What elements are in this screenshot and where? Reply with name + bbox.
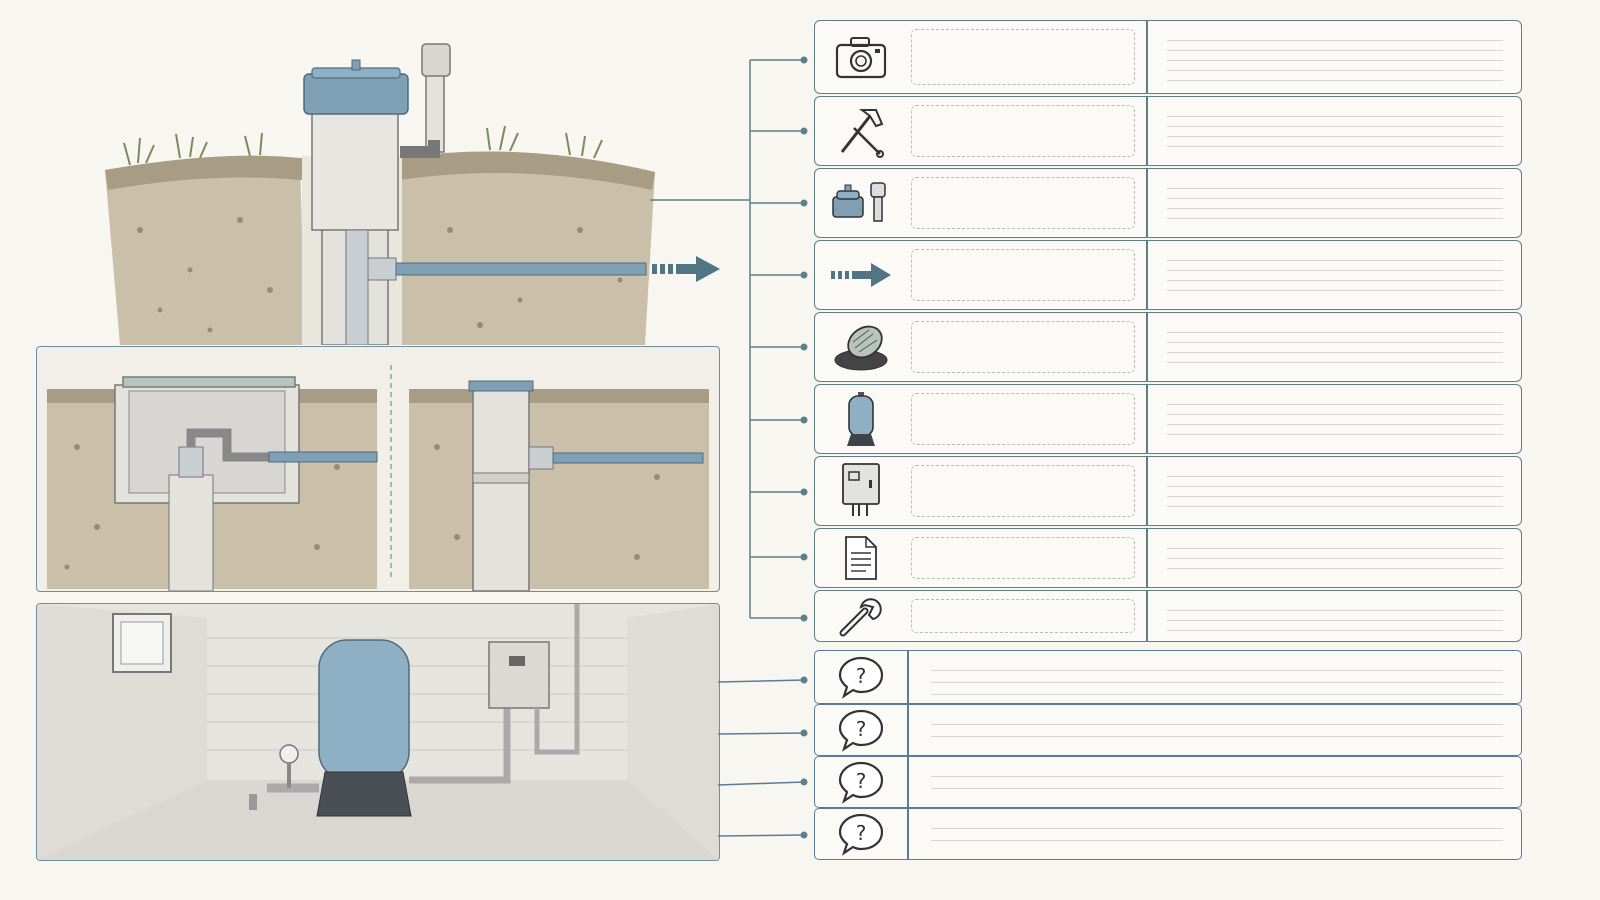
- question-row: ?: [814, 704, 1522, 756]
- checklist: [814, 20, 1522, 642]
- question-bubble-icon: ?: [823, 811, 899, 857]
- answer-lines[interactable]: [931, 713, 1503, 747]
- document-icon: [823, 533, 899, 583]
- notes-lines[interactable]: [1167, 395, 1503, 443]
- checklist-input-box[interactable]: [911, 321, 1135, 373]
- pressure-tank-icon: [823, 389, 899, 449]
- checklist-row-control-box: [814, 456, 1522, 526]
- question-bubble-icon: ?: [823, 653, 899, 701]
- wellhead-illustration: [100, 30, 730, 345]
- well-cap-icon: [823, 173, 899, 233]
- notes-lines[interactable]: [1167, 323, 1503, 371]
- notes-lines[interactable]: [1167, 107, 1503, 155]
- answer-lines[interactable]: [931, 817, 1503, 851]
- answer-lines[interactable]: [931, 765, 1503, 799]
- question-mark: ?: [856, 769, 867, 793]
- question-bubble-icon: ?: [823, 759, 899, 805]
- question-bubble-icon: ?: [823, 707, 899, 753]
- checklist-input-box[interactable]: [911, 599, 1135, 633]
- checklist-row-flow: [814, 240, 1522, 310]
- notes-lines[interactable]: [1167, 31, 1503, 83]
- arrow-right-icon: [823, 245, 899, 305]
- checklist-input-box[interactable]: [911, 537, 1135, 579]
- checklist-row-tools: [814, 96, 1522, 166]
- manhole-cover-icon: [823, 317, 899, 377]
- question-row: ?: [814, 808, 1522, 860]
- hammer-wrench-icon: [823, 101, 899, 161]
- checklist-input-box[interactable]: [911, 393, 1135, 445]
- questions-list: ? ? ? ?: [814, 650, 1522, 860]
- notes-lines[interactable]: [1167, 601, 1503, 631]
- checklist-row-document: [814, 528, 1522, 588]
- checklist-row-camera: [814, 20, 1522, 94]
- checklist-row-well-cap: [814, 168, 1522, 238]
- pitless-panel: [36, 346, 720, 592]
- question-row: ?: [814, 756, 1522, 808]
- basement-panel: [36, 603, 720, 861]
- question-mark: ?: [856, 821, 867, 845]
- camera-icon: [823, 25, 899, 89]
- checklist-input-box[interactable]: [911, 465, 1135, 517]
- notes-lines[interactable]: [1167, 467, 1503, 515]
- connector-lines: [650, 56, 808, 839]
- question-mark: ?: [856, 664, 867, 688]
- checklist-input-box[interactable]: [911, 29, 1135, 85]
- answer-lines[interactable]: [931, 659, 1503, 695]
- checklist-row-wrench: [814, 590, 1522, 642]
- checklist-input-box[interactable]: [911, 105, 1135, 157]
- checklist-row-manhole: [814, 312, 1522, 382]
- notes-lines[interactable]: [1167, 179, 1503, 227]
- notes-lines[interactable]: [1167, 251, 1503, 299]
- notes-lines[interactable]: [1167, 539, 1503, 577]
- question-row: ?: [814, 650, 1522, 704]
- checklist-input-box[interactable]: [911, 249, 1135, 301]
- question-mark: ?: [856, 717, 867, 741]
- checklist-row-tank: [814, 384, 1522, 454]
- wrench-icon: [823, 595, 899, 637]
- control-box-icon: [823, 461, 899, 521]
- checklist-input-box[interactable]: [911, 177, 1135, 229]
